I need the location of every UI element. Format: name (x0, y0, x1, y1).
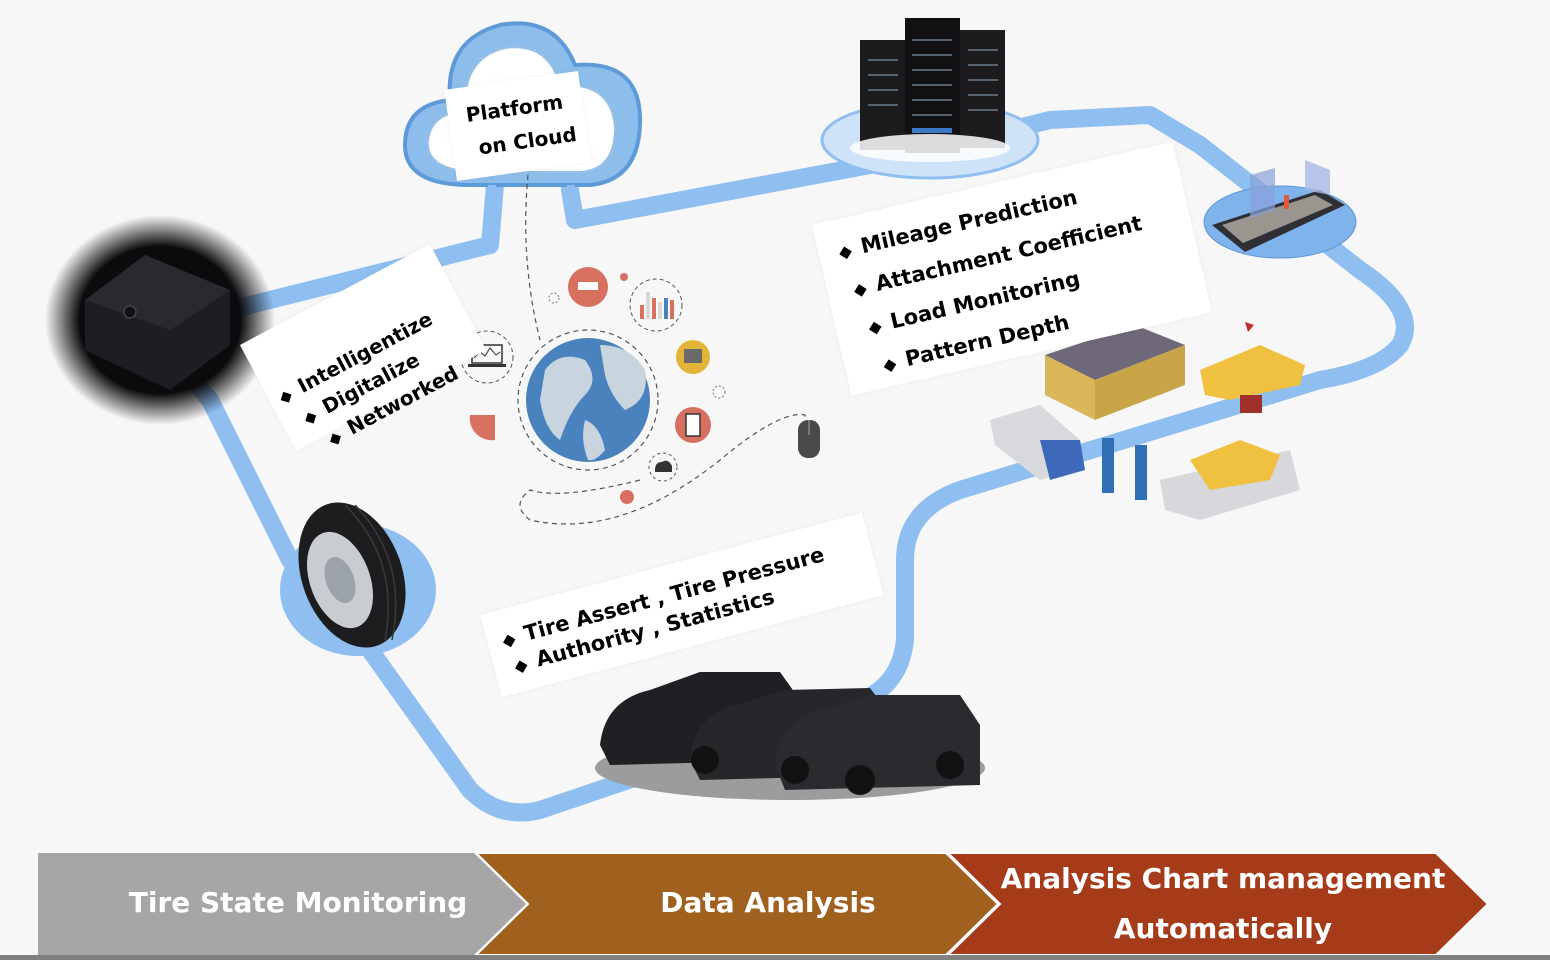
process-steps: Tire State Monitoring Data Analysis Anal… (38, 853, 1488, 955)
step-data-analysis (474, 853, 1000, 955)
step-label-line2: Automatically (1113, 912, 1333, 945)
step-tire-state-monitoring (38, 853, 526, 955)
mouse-icon (798, 420, 820, 458)
bar-chart-icon (640, 292, 674, 319)
cloud-network-icon (655, 460, 672, 472)
wifi-icon (469, 415, 495, 441)
step-label: Tire State Monitoring (128, 886, 468, 919)
step-analysis-chart-management (946, 853, 1488, 955)
bottom-divider (0, 955, 1550, 960)
step-label: Data Analysis (660, 886, 876, 919)
step-label-line1: Analysis Chart management (1000, 862, 1446, 895)
